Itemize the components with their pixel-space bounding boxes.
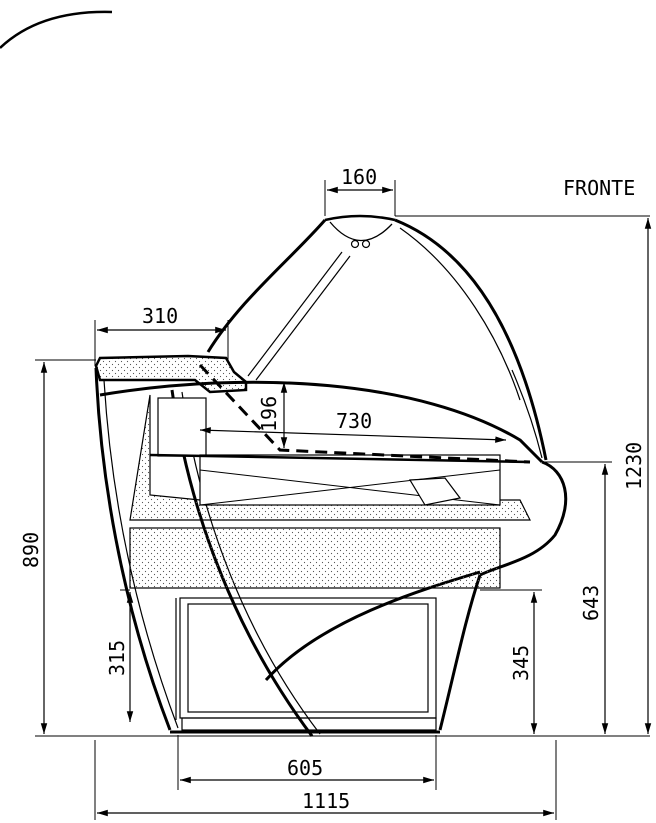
- tray-dashed: [198, 363, 531, 464]
- dim-counter-height: 643: [579, 585, 603, 621]
- dim-shelf-width: 310: [142, 304, 178, 328]
- cooling-tank: [129, 394, 531, 589]
- dim-tray-depth: 196: [257, 396, 281, 432]
- dimension-lines: [40, 186, 652, 817]
- dim-total-width: 1115: [302, 789, 350, 813]
- dim-base-right: 345: [509, 645, 533, 681]
- dim-tray-width: 730: [336, 409, 372, 433]
- glass-dome: [206, 214, 548, 461]
- dim-base-width: 605: [287, 756, 323, 780]
- corner-arc: [0, 10, 113, 49]
- dim-height-total: 890: [19, 532, 43, 568]
- dim-height-overall: 1230: [622, 442, 646, 490]
- dim-top-width: 160: [341, 165, 377, 189]
- fronte-label: FRONTE: [563, 176, 635, 200]
- dim-tray-width-line: [199, 427, 507, 443]
- base-frame: [175, 597, 437, 731]
- extension-lines: [35, 180, 650, 820]
- dim-base-left: 315: [105, 640, 129, 676]
